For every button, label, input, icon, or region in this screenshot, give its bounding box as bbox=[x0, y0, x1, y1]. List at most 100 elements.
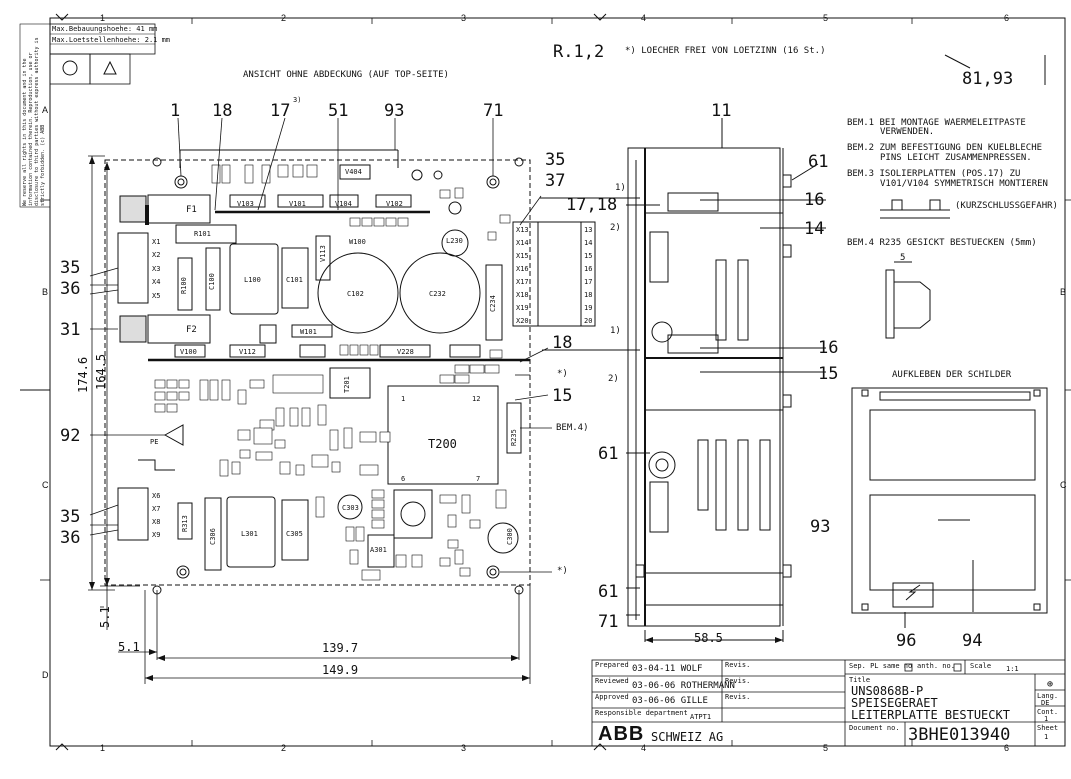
smd-component bbox=[439, 189, 451, 199]
terminal-x8: X8 bbox=[152, 518, 161, 526]
cap-c234 bbox=[485, 264, 503, 341]
title-block bbox=[591, 659, 1066, 747]
anth-label: anth. no. bbox=[917, 662, 955, 670]
smd-component bbox=[199, 379, 209, 401]
terminal-x17: X17 bbox=[516, 278, 529, 286]
smd-component bbox=[439, 374, 455, 384]
fuse-f2 bbox=[147, 314, 211, 344]
comp-label: 7 bbox=[476, 475, 481, 483]
terminal-x16: X16 bbox=[516, 265, 529, 273]
loetzinn-note: *) LOECHER FREI VON LOETZINN (16 St.) bbox=[625, 46, 826, 56]
fuse-f1 bbox=[147, 194, 211, 224]
terminal-pin: 17 bbox=[584, 278, 593, 286]
smd-component bbox=[454, 549, 464, 565]
callout: 71 bbox=[483, 101, 504, 121]
terminal-pin: 16 bbox=[584, 265, 593, 273]
sep-pl-label: Sep. PL same no bbox=[849, 662, 913, 670]
smd-component bbox=[469, 364, 485, 374]
terminal-x4: X4 bbox=[152, 278, 161, 287]
col-marker: 6 bbox=[1004, 743, 1010, 753]
dimension-label: 139.7 bbox=[322, 641, 359, 655]
smd-component bbox=[166, 379, 178, 389]
smd-component bbox=[343, 427, 353, 449]
smd-component bbox=[447, 539, 459, 549]
note-bem3-cont: V101/V104 SYMMETRISCH MONTIEREN bbox=[880, 179, 1048, 189]
smd-component bbox=[306, 164, 318, 178]
comp-label: T200 bbox=[428, 437, 457, 451]
lang-value: DE bbox=[1041, 699, 1050, 707]
footnote: 2) bbox=[610, 223, 621, 233]
smd-component bbox=[311, 454, 329, 468]
terminal-x9: X9 bbox=[152, 531, 161, 539]
smd-component bbox=[349, 217, 361, 227]
smd-component bbox=[272, 374, 324, 394]
smd-component bbox=[237, 429, 251, 441]
callout: 35 bbox=[60, 507, 81, 527]
callout: 1 bbox=[170, 101, 181, 121]
t201 bbox=[329, 367, 371, 399]
comp-label: 12 bbox=[472, 395, 481, 403]
note-bem1: BEM.1 BEI MONTAGE WAERMELEITPASTE bbox=[847, 118, 1026, 128]
cap-c305 bbox=[281, 499, 309, 561]
row-marker: C bbox=[1060, 480, 1067, 490]
smd-component bbox=[339, 344, 349, 356]
smd-component bbox=[244, 164, 254, 184]
cap-c300 bbox=[487, 522, 519, 554]
row-marker: C bbox=[42, 480, 49, 490]
cont-label: Cont. bbox=[1037, 708, 1059, 716]
smd-component bbox=[331, 461, 341, 473]
comp-label: T201 bbox=[343, 376, 351, 393]
dimension-label: 149.9 bbox=[322, 663, 359, 677]
note-bem1-cont: VERWENDEN. bbox=[880, 127, 935, 137]
dimension-label: 164.5 bbox=[94, 353, 108, 390]
smd-component bbox=[345, 526, 355, 542]
smd-component bbox=[469, 519, 481, 529]
terminal-pins-x13-x20: 13 14 15 16 17 18 19 20 bbox=[584, 224, 592, 328]
title-line-3: LEITERPLATTE BESTUECKT bbox=[851, 708, 1010, 722]
comp-label: F1 bbox=[186, 205, 197, 215]
smd-component bbox=[371, 509, 385, 519]
projection-triangle-icon bbox=[103, 60, 117, 75]
doc-no-value: 3BHE013940 bbox=[908, 725, 1011, 745]
smd-component bbox=[395, 554, 407, 568]
smd-component bbox=[371, 489, 385, 499]
comp-label: V102 bbox=[386, 200, 403, 208]
projection-circle-icon bbox=[62, 60, 78, 76]
approved-label: Approved bbox=[595, 693, 629, 701]
dimension-label: 5.1 bbox=[118, 640, 140, 654]
cont-value: 1 bbox=[1044, 715, 1049, 723]
footnote-star: *) bbox=[557, 369, 568, 379]
comp-label: R101 bbox=[194, 230, 211, 238]
callout: 94 bbox=[962, 631, 983, 651]
terminal-pin: 20 bbox=[584, 317, 593, 325]
callout: 18 bbox=[212, 101, 233, 121]
callout: 36 bbox=[60, 528, 81, 548]
callout: 15 bbox=[818, 364, 839, 384]
cap-c232 bbox=[399, 252, 481, 334]
col-marker: 3 bbox=[461, 13, 467, 23]
pe-earth-icon bbox=[163, 424, 184, 446]
inductor-l100 bbox=[229, 243, 279, 315]
smd-component bbox=[209, 379, 219, 401]
comp-label: C101 bbox=[286, 276, 303, 284]
cap-c306 bbox=[204, 497, 222, 571]
smd-component bbox=[279, 461, 291, 475]
schilder-board bbox=[851, 387, 1048, 628]
smd-component bbox=[379, 431, 391, 443]
smd-component bbox=[459, 567, 471, 577]
callout: 17,18 bbox=[566, 195, 618, 215]
callout: 71 bbox=[598, 612, 619, 632]
comp-label: 1 bbox=[401, 395, 406, 403]
smd-component bbox=[371, 519, 385, 529]
smd-component bbox=[154, 403, 166, 413]
leader-lines bbox=[88, 117, 552, 684]
dimension-label: 174.6 bbox=[76, 356, 90, 393]
terminal-x13: X13 bbox=[516, 226, 529, 234]
callout: 16 bbox=[804, 190, 825, 210]
bem4-sketch bbox=[885, 261, 931, 339]
col-marker: 2 bbox=[281, 743, 287, 753]
smd-component bbox=[359, 431, 377, 443]
smd-component bbox=[239, 449, 251, 459]
smd-component bbox=[301, 407, 311, 427]
